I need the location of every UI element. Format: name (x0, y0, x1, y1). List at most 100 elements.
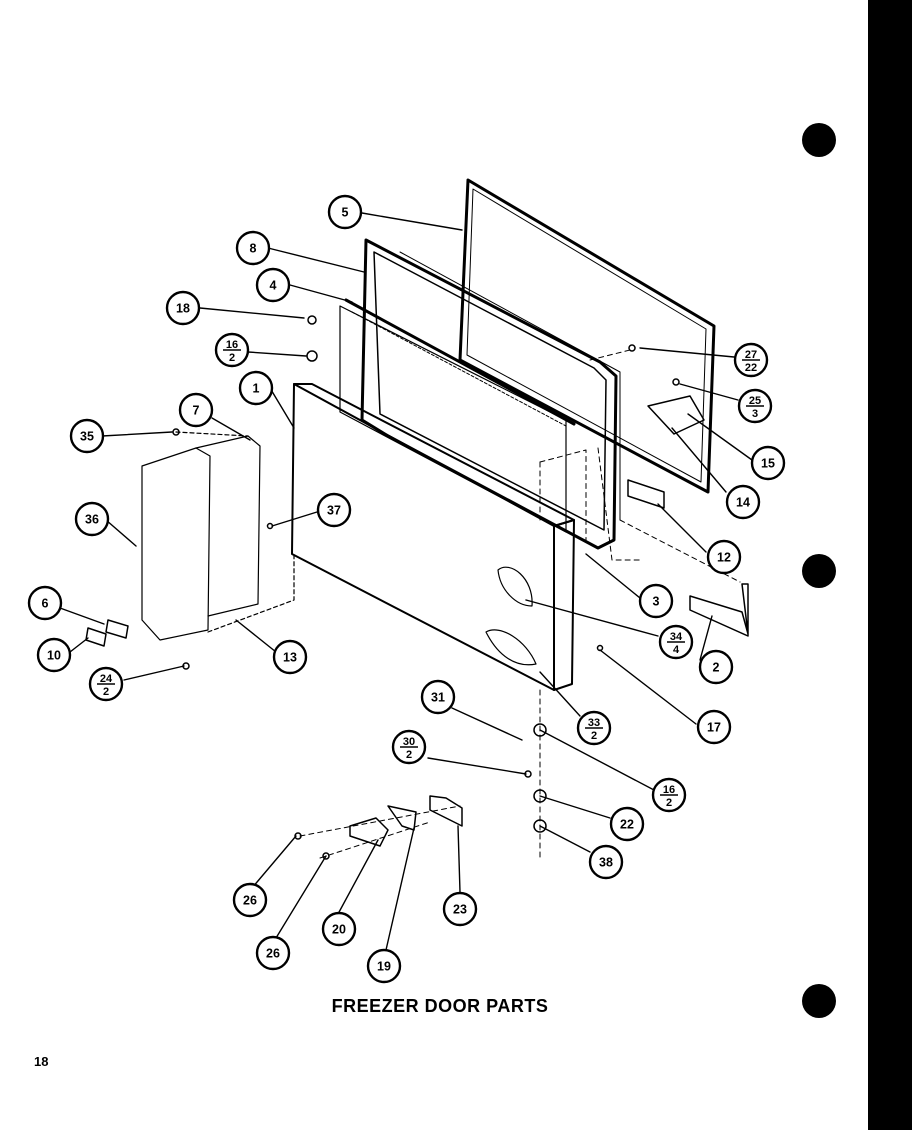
callout-26: 26 (255, 935, 291, 971)
callout-quantity: 22 (745, 362, 757, 374)
callout-17: 17 (696, 709, 732, 745)
callout-16-2: 162 (651, 777, 687, 813)
callout-circle (706, 539, 742, 575)
part-handle-channel (141, 431, 295, 641)
callout-30-2: 302 (391, 729, 427, 765)
callout-circle (69, 418, 105, 454)
callout-circle (698, 649, 734, 685)
callout-number: 27 (745, 349, 757, 361)
callout-circle (272, 639, 308, 675)
callout-quantity: 4 (673, 644, 680, 656)
callout-quantity: 2 (591, 730, 597, 742)
callout-number: 4 (270, 279, 277, 293)
callout-20: 20 (321, 911, 357, 947)
callout-8: 8 (235, 230, 271, 266)
callout-35: 35 (69, 418, 105, 454)
callout-circle (750, 445, 786, 481)
callout-circle (609, 806, 645, 842)
callout-number: 36 (85, 513, 99, 527)
callout-circle (725, 484, 761, 520)
callout-number: 5 (342, 206, 349, 220)
callout-number: 2 (713, 661, 720, 675)
callout-number: 26 (243, 894, 257, 908)
callout-circle (74, 501, 110, 537)
callout-number: 35 (80, 430, 94, 444)
callout-24-2: 242 (88, 666, 124, 702)
callout-number: 16 (663, 784, 675, 796)
callout-23: 23 (442, 891, 478, 927)
callout-circle (420, 679, 456, 715)
callout-number: 15 (761, 457, 775, 471)
callout-circle (27, 585, 63, 621)
callout-18: 18 (165, 290, 201, 326)
callout-circle (366, 948, 402, 984)
callout-37: 37 (316, 492, 352, 528)
callout-quantity: 2 (406, 749, 412, 761)
callout-number: 31 (431, 691, 445, 705)
callout-38: 38 (588, 844, 624, 880)
callout-number: 6 (42, 597, 49, 611)
callout-number: 19 (377, 960, 391, 974)
callout-number: 26 (266, 947, 280, 961)
callout-circle (638, 583, 674, 619)
binder-hole-top (802, 123, 836, 157)
callout-quantity: 2 (666, 797, 672, 809)
callout-14: 14 (725, 484, 761, 520)
callout-3: 3 (638, 583, 674, 619)
part-gasket-frame (458, 178, 716, 494)
callout-36: 36 (74, 501, 110, 537)
callout-circle (442, 891, 478, 927)
callout-4: 4 (255, 267, 291, 303)
callout-number: 38 (599, 856, 613, 870)
part-door-panel (291, 383, 575, 691)
callout-22: 22 (609, 806, 645, 842)
callout-circle (588, 844, 624, 880)
part-door-liner (339, 298, 576, 533)
callout-16-2: 162 (214, 332, 250, 368)
callout-19: 19 (366, 948, 402, 984)
callout-circle (238, 370, 274, 406)
leader-lines (59, 212, 753, 951)
callout-circle (316, 492, 352, 528)
callout-33-2: 332 (576, 710, 612, 746)
callout-circle (255, 267, 291, 303)
callout-number: 25 (749, 395, 761, 407)
binder-hole-bottom (802, 984, 836, 1018)
callout-number: 10 (47, 649, 61, 663)
callout-circle (255, 935, 291, 971)
callout-15: 15 (750, 445, 786, 481)
callout-number: 37 (327, 504, 341, 518)
callout-34-4: 344 (658, 624, 694, 660)
callout-2: 2 (698, 649, 734, 685)
binder-hole-middle (802, 554, 836, 588)
callout-12: 12 (706, 539, 742, 575)
callout-circle (36, 637, 72, 673)
exploded-view-diagram: 5841816217353637610242132722253151412334… (27, 178, 786, 984)
callout-quantity: 2 (229, 352, 235, 364)
callout-circle (696, 709, 732, 745)
part-hinge-brackets (627, 479, 749, 637)
callout-number: 1 (253, 382, 260, 396)
callout-number: 7 (193, 404, 200, 418)
part-nameplate (85, 619, 129, 647)
callout-circle (235, 230, 271, 266)
callout-10: 10 (36, 637, 72, 673)
callout-number: 23 (453, 903, 467, 917)
callout-25-3: 253 (737, 388, 773, 424)
part-bottom-hinge (349, 795, 463, 847)
callout-number: 34 (670, 631, 683, 643)
callout-circle (321, 911, 357, 947)
callout-number: 18 (176, 302, 190, 316)
callout-number: 30 (403, 736, 415, 748)
callout-1: 1 (238, 370, 274, 406)
callout-quantity: 2 (103, 686, 109, 698)
callout-number: 8 (250, 242, 257, 256)
callout-13: 13 (272, 639, 308, 675)
callout-number: 16 (226, 339, 238, 351)
page-number: 18 (34, 1054, 49, 1069)
callout-circle (178, 392, 214, 428)
callout-number: 24 (100, 673, 113, 685)
callout-7: 7 (178, 392, 214, 428)
